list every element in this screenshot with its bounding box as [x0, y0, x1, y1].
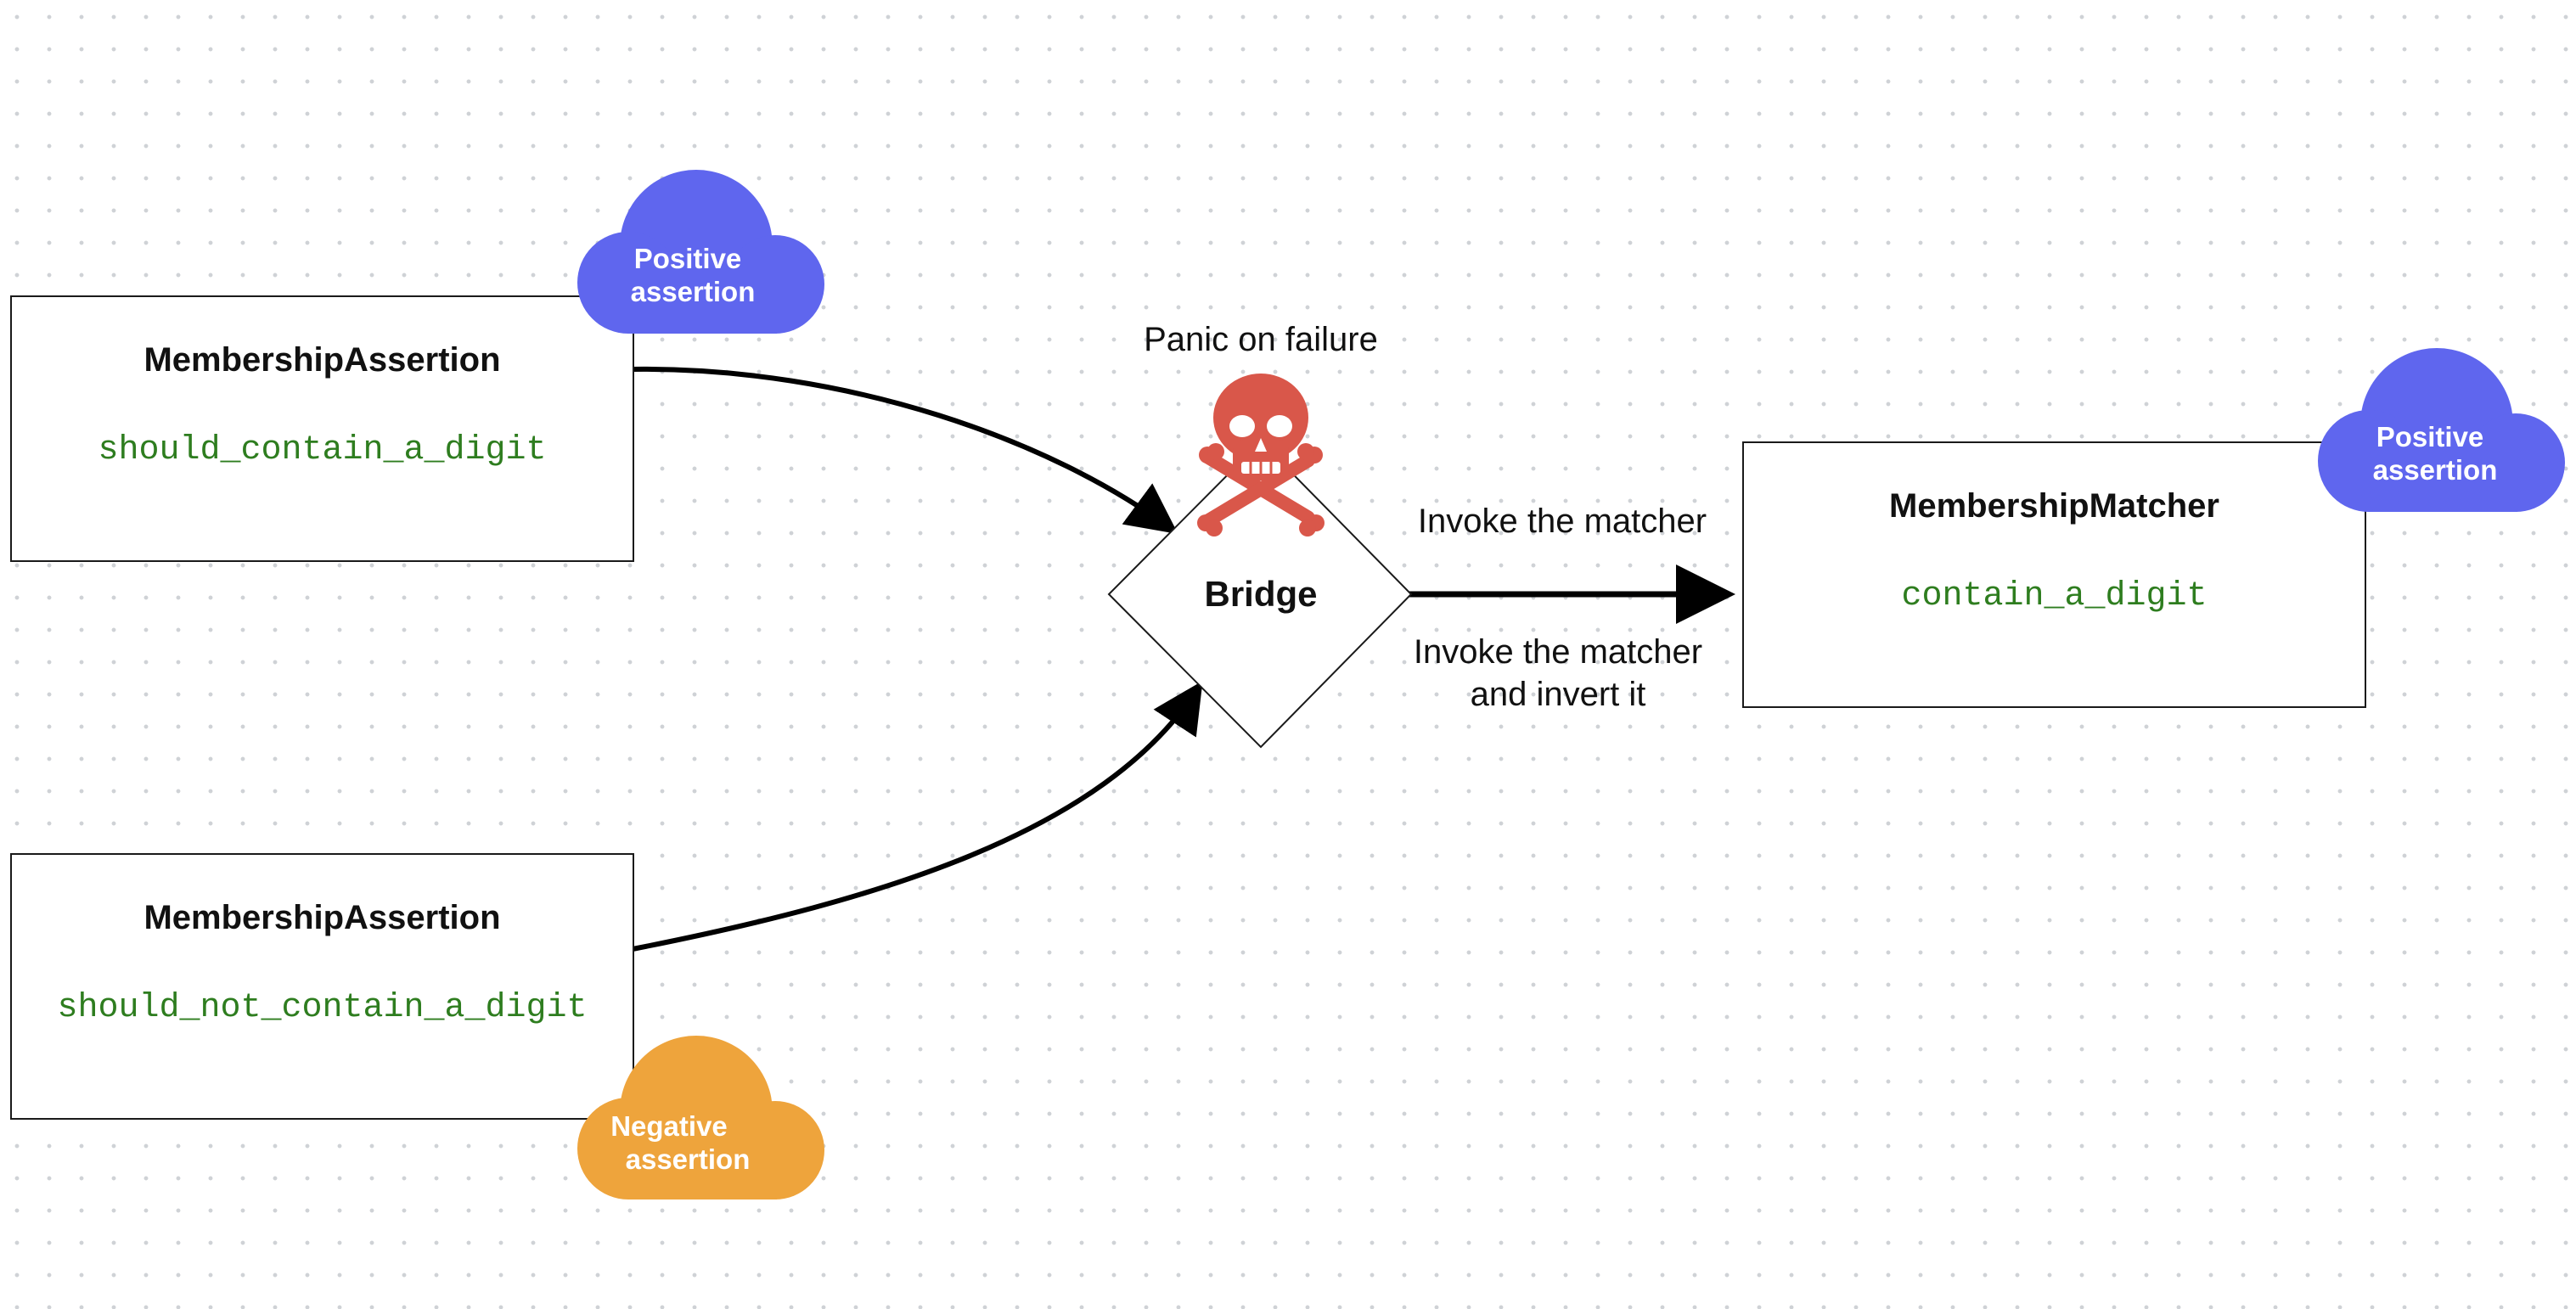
- node-title: MembershipMatcher: [1889, 487, 2219, 525]
- cloud-badge-line1: Positive: [633, 243, 742, 274]
- cloud-base: [628, 259, 777, 334]
- cloud-badge-line1: Negative: [610, 1110, 728, 1142]
- cloud-shape: [2318, 348, 2565, 512]
- membership-assertion-negative-node: MembershipAssertion should_not_contain_a…: [10, 853, 634, 1120]
- cloud-badge-line2: assertion: [630, 276, 756, 307]
- node-method: should_not_contain_a_digit: [57, 989, 588, 1027]
- cloud-shape: [577, 1036, 824, 1199]
- membership-assertion-positive-node: MembershipAssertion should_contain_a_dig…: [10, 295, 634, 562]
- matcher-positive-assertion-cloud: [2318, 348, 2565, 512]
- node-method: should_contain_a_digit: [98, 431, 547, 469]
- bridge-label: Bridge: [1204, 574, 1318, 614]
- edge-negative-assertion-to-bridge: [632, 680, 1203, 952]
- node-title: MembershipAssertion: [143, 899, 501, 936]
- cloud-badge-line1: Positive: [2376, 421, 2484, 452]
- negative-assertion-cloud: [577, 1036, 824, 1199]
- cloud-badge-text: Positive assertion: [603, 242, 773, 308]
- skull-and-crossbones-icon: [1197, 374, 1325, 537]
- cloud-badge-line2: assertion: [2372, 454, 2498, 486]
- cloud-badge-line2: assertion: [625, 1143, 751, 1175]
- cloud-base: [2369, 437, 2517, 512]
- positive-assertion-cloud: [577, 170, 824, 334]
- cloud-badge-text: Positive assertion: [2345, 420, 2515, 486]
- cloud-base: [628, 1125, 777, 1199]
- edge-positive-assertion-to-bridge: [632, 366, 1178, 535]
- edge-label-invoke: Invoke the matcher: [1417, 503, 1707, 540]
- cloud-shape: [577, 170, 824, 334]
- membership-matcher-node: MembershipMatcher contain_a_digit: [1742, 441, 2366, 708]
- panic-on-failure-label: Panic on failure: [1144, 321, 1378, 358]
- edge-label-invert-line1: Invoke the matcher: [1413, 633, 1703, 671]
- cloud-badge-text: Negative assertion: [584, 1110, 754, 1176]
- edge-label-invert-line2: and invert it: [1470, 676, 1646, 713]
- node-method: contain_a_digit: [1901, 577, 2208, 615]
- node-title: MembershipAssertion: [143, 341, 501, 379]
